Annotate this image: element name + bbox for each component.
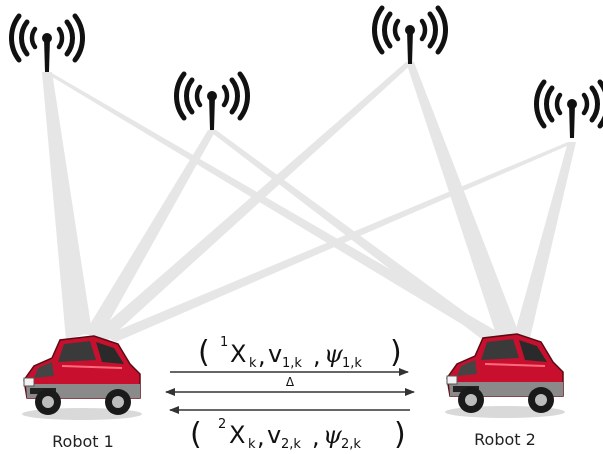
close-paren: ) [394,417,406,452]
delta-label: Δ [286,375,295,389]
wireless-antenna-icon [536,82,603,138]
heading-subscript: 2,k [341,437,361,452]
car-icon [21,335,143,421]
open-paren: ( [198,335,210,370]
wireless-antenna-icon [176,74,247,130]
message-robot2-state: ( 2 X k , v 2,k , ψ 2,k ) [190,417,406,452]
wireless-antenna-icon [11,16,82,72]
heading-subscript: 1,k [342,356,362,371]
superscript-index: 2 [218,417,226,432]
velocity-subscript: 2,k [281,437,301,452]
beam-a3-robot1 [92,62,414,340]
subscript-k: k [249,356,257,371]
comma: , [313,342,321,370]
velocity-subscript: 1,k [282,356,302,371]
superscript-index: 1 [220,335,228,350]
beam-a3-robot2 [406,62,520,340]
beam-a1-robot1 [42,72,92,340]
state-x: X [230,340,246,368]
car-icon [444,333,566,419]
beam-a2-robot1 [84,130,216,338]
beam-a4-robot1 [104,142,576,342]
message-robot1-state: ( 1 X k , v 1,k , ψ 1,k ) [198,335,402,371]
comma: , [312,423,320,451]
beam-a1-robot2 [44,72,512,346]
subscript-k: k [248,437,256,452]
velocity-v: v [268,340,282,368]
close-paren: ) [390,335,402,370]
signal-beams [42,62,576,346]
comma: , [257,423,265,451]
heading-psi: ψ [324,340,344,368]
state-x: X [229,421,245,449]
antennas [11,8,603,138]
velocity-v: v [267,421,281,449]
robot-2-label: Robot 2 [474,430,536,449]
beam-a4-robot2 [514,142,576,338]
heading-psi: ψ [323,421,343,449]
comma: , [258,342,266,370]
robot-1-label: Robot 1 [52,432,114,451]
open-paren: ( [190,417,202,452]
communication-arrows [165,368,415,414]
wireless-antenna-icon [374,8,445,64]
